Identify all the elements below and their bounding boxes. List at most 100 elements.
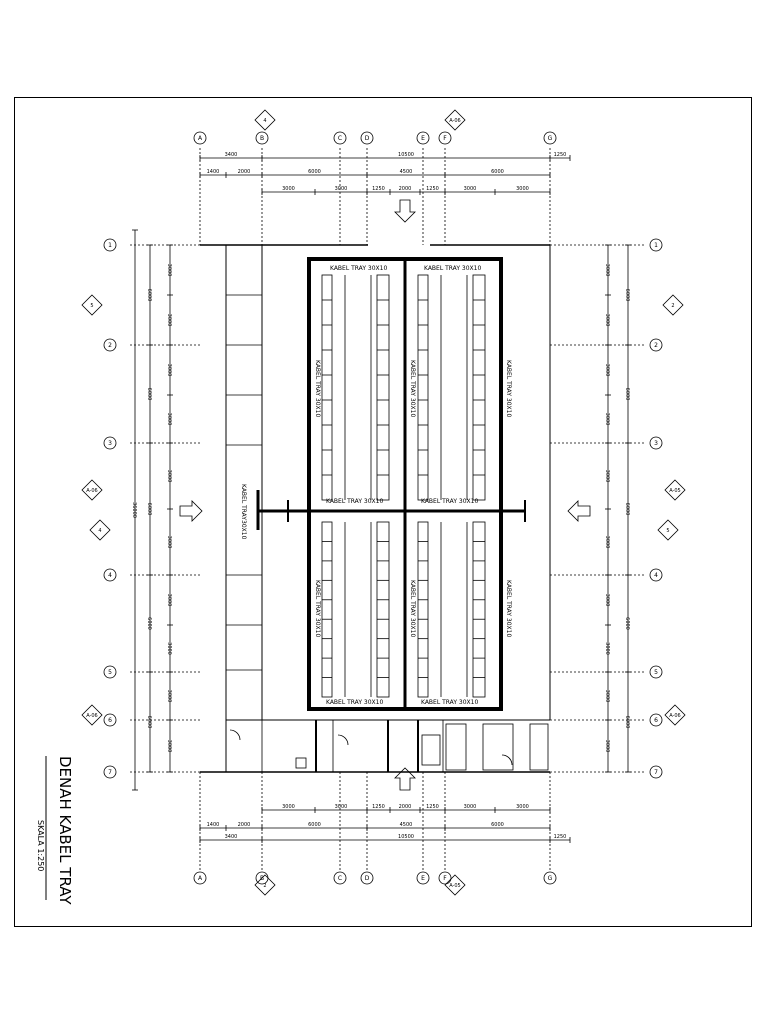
grid-bubble — [543, 131, 557, 145]
server-racks — [321, 274, 486, 698]
section-marker-label: 4 — [263, 118, 266, 124]
grid-bubble — [103, 436, 117, 450]
grid-letter: A — [198, 135, 203, 142]
grid-bubble — [649, 436, 663, 450]
tray-label-bottom-left: KABEL TRAY 30X10 — [326, 699, 383, 706]
section-marker — [81, 704, 103, 726]
section-marker-label: 4 — [98, 528, 101, 534]
dim-label: 6000 — [146, 503, 152, 516]
dim-label: 3000 — [604, 690, 610, 703]
dim-label: 6000 — [624, 503, 630, 516]
rack-row — [376, 274, 390, 501]
section-marker-label: A-05 — [449, 883, 460, 889]
section-marker — [444, 874, 466, 896]
section-marker — [89, 519, 111, 541]
dim-label: 3000 — [335, 186, 348, 192]
dim-label: 6000 — [308, 822, 321, 828]
dim-label: 3000 — [166, 536, 172, 549]
grid-letter: F — [443, 135, 447, 142]
dim-label: 6000 — [491, 822, 504, 828]
dim-label: 10500 — [398, 152, 414, 158]
dim-label: 3000 — [166, 264, 172, 277]
dim-label: 1250 — [554, 834, 567, 840]
grid-letter: D — [365, 135, 370, 142]
grid-bubble — [333, 871, 347, 885]
rack-row — [321, 521, 333, 698]
tray-label-v1: KABEL TRAY 30X10 — [314, 360, 321, 417]
section-marker — [444, 109, 466, 131]
grid-letter: E — [421, 135, 425, 142]
grid-bubble — [416, 131, 430, 145]
dim-label: 2000 — [238, 169, 251, 175]
grid-letter: C — [338, 135, 342, 142]
dim-label: 1400 — [207, 822, 220, 828]
grid-bubble — [103, 568, 117, 582]
dim-label: 3000 — [464, 186, 477, 192]
dim-label: 3000 — [166, 470, 172, 483]
grid-number: 1 — [108, 242, 112, 249]
dim-label: 2000 — [238, 822, 251, 828]
grid-bubble — [649, 665, 663, 679]
tray-label-mid-right: KABEL TRAY 30X10 — [421, 498, 478, 505]
dim-label: 1400 — [207, 169, 220, 175]
dim-label: 3000 — [282, 186, 295, 192]
grid-number: 5 — [108, 669, 112, 676]
tray-label-mid-left: KABEL TRAY 30X10 — [326, 498, 383, 505]
kabel-tray-frame — [256, 257, 526, 711]
dim-label: 3000 — [516, 804, 529, 810]
grid-bubble — [103, 713, 117, 727]
grid-number: 3 — [108, 440, 112, 447]
grid-bubble — [649, 238, 663, 252]
section-marker — [81, 294, 103, 316]
section-marker-label: A-06 — [86, 713, 97, 719]
dim-label: 6000 — [146, 617, 152, 630]
grid-bubble — [103, 338, 117, 352]
dim-label: 1250 — [372, 804, 385, 810]
section-marker-label: 5 — [90, 303, 93, 309]
tray-label-top-right: KABEL TRAY 30X10 — [424, 265, 481, 272]
dim-label: 6000 — [624, 617, 630, 630]
dim-label: 6000 — [308, 169, 321, 175]
rack-row — [417, 274, 429, 501]
entry-arrows — [179, 199, 591, 791]
dim-label: 2000 — [399, 186, 412, 192]
dim-label: 3000 — [166, 642, 172, 655]
tray-label-v3: KABEL TRAY 30X10 — [505, 360, 512, 417]
dim-label: 4500 — [400, 822, 413, 828]
drawing-title: DENAH KABEL TRAY — [56, 756, 74, 905]
grid-letter: B — [260, 135, 264, 142]
left-offices — [226, 294, 262, 671]
section-marker-label: 2 — [671, 303, 674, 309]
dim-label: 6000 — [146, 289, 152, 302]
grid-bubble — [103, 665, 117, 679]
dim-label: 3000 — [516, 186, 529, 192]
dim-label: 3000 — [604, 594, 610, 607]
dim-label: 3000 — [604, 740, 610, 753]
grid-letter: E — [421, 875, 425, 882]
dim-label: 3400 — [225, 834, 238, 840]
dim-label: 6000 — [146, 388, 152, 401]
section-marker — [81, 479, 103, 501]
grid-number: 6 — [654, 717, 658, 724]
dim-label: 3000 — [166, 690, 172, 703]
grid-number: 2 — [108, 342, 112, 349]
section-marker-label: A-05 — [669, 488, 680, 494]
dim-label: 3000 — [166, 740, 172, 753]
section-marker — [664, 704, 686, 726]
grid-bubble — [649, 338, 663, 352]
dim-label: 1250 — [554, 152, 567, 158]
grid-number: 5 — [654, 669, 658, 676]
tray-label-bottom-right: KABEL TRAY 30X10 — [421, 699, 478, 706]
section-marker — [254, 874, 276, 896]
grid-bubble — [416, 871, 430, 885]
dim-label: 3000 — [166, 413, 172, 426]
grid-bubble — [649, 568, 663, 582]
rack-row — [376, 521, 390, 698]
dim-label: 3000 — [604, 536, 610, 549]
grid-bubble — [438, 131, 452, 145]
rack-row — [472, 274, 486, 501]
tray-label-left-size: 30X10 — [240, 520, 247, 540]
dim-label: 3000 — [166, 364, 172, 377]
